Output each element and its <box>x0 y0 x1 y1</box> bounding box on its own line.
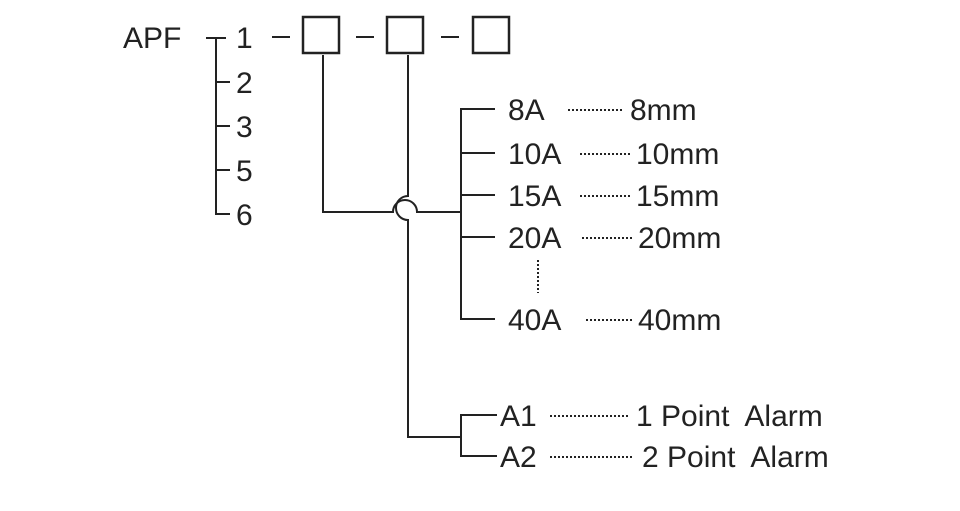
alarm-connector <box>395 55 461 438</box>
alarm-code: A1 <box>500 400 537 433</box>
model-prefix: APF <box>123 22 181 55</box>
alarm-options: A1 1 Point Alarm A2 2 Point Alarm <box>500 400 829 474</box>
size-code: 40A <box>508 304 561 337</box>
size-code: 10A <box>508 138 561 171</box>
first-digit-option: 5 <box>236 155 253 188</box>
size-desc: 10mm <box>636 138 719 171</box>
size-code: 8A <box>508 94 545 127</box>
size-connector <box>322 55 461 213</box>
size-desc: 40mm <box>638 304 721 337</box>
alarm-desc: 1 Point Alarm <box>636 400 823 433</box>
size-desc: 20mm <box>638 222 721 255</box>
first-digit-tree: 1 2 3 5 6 <box>206 22 253 232</box>
size-code: 20A <box>508 222 561 255</box>
alarm-code: A2 <box>500 441 537 474</box>
size-desc: 8mm <box>630 94 697 127</box>
size-options: 8A 8mm 10A 10mm 15A 15mm 20A 20mm 40A 40… <box>508 94 721 337</box>
extra-code-box <box>471 15 511 55</box>
first-digit-option: 6 <box>236 199 253 232</box>
alarm-bracket <box>460 414 497 457</box>
size-code: 15A <box>508 180 561 213</box>
first-digit-option: 3 <box>236 111 253 144</box>
size-desc: 15mm <box>636 180 719 213</box>
first-digit-option: 2 <box>236 67 253 100</box>
first-digit-option: 1 <box>236 22 253 55</box>
size-code-box <box>301 15 341 55</box>
alarm-desc: 2 Point Alarm <box>642 441 829 474</box>
size-bracket <box>460 108 495 320</box>
alarm-code-box <box>385 15 425 55</box>
